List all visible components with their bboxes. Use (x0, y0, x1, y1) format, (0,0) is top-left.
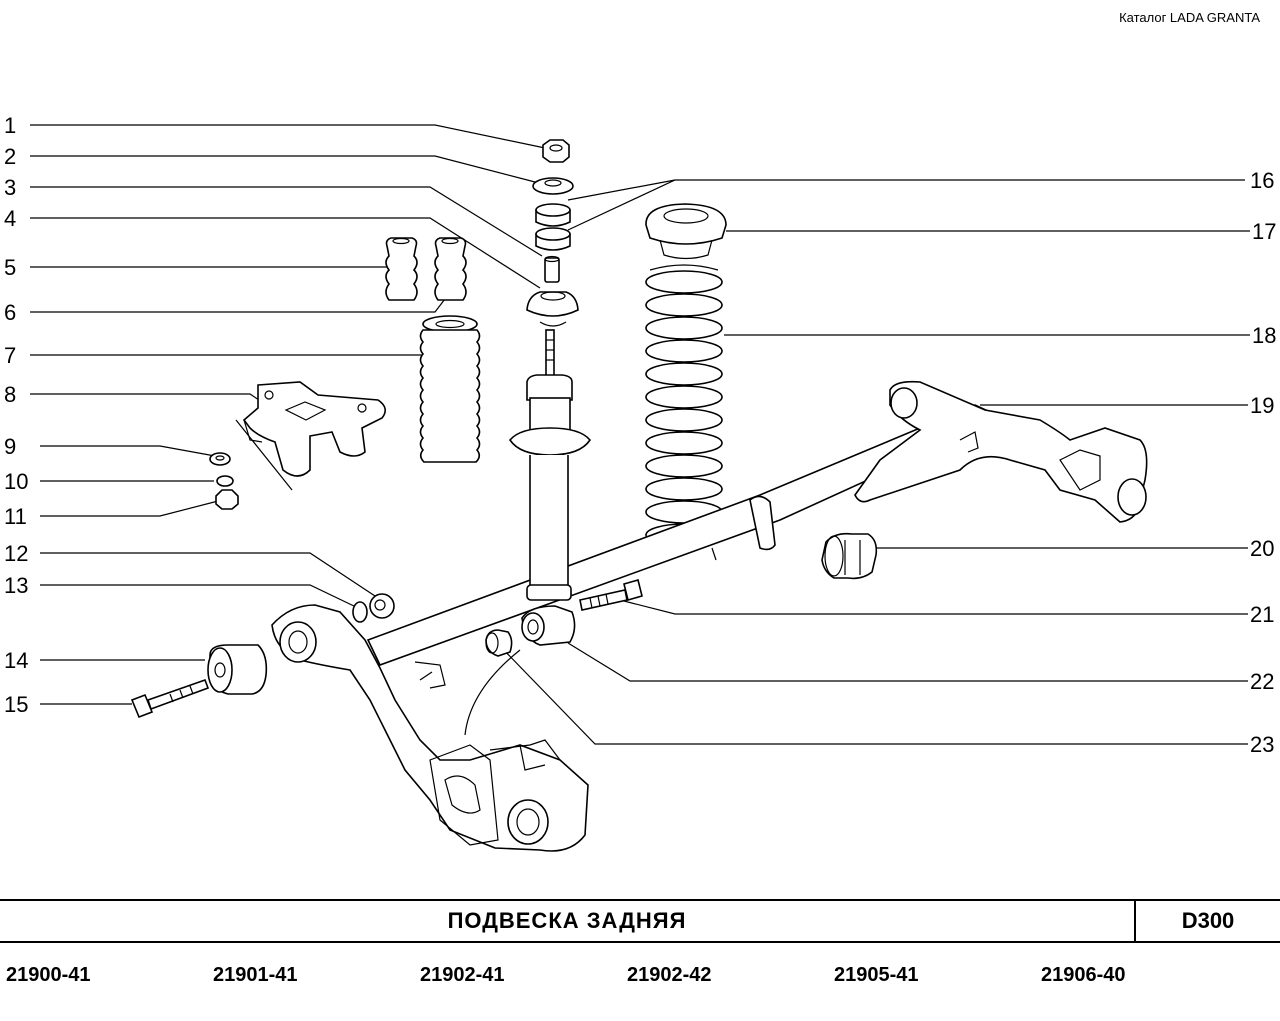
page-title: ПОДВЕСКА ЗАДНЯЯ (447, 908, 687, 933)
exploded-parts-diagram: 1 2 3 4 5 6 7 8 9 10 11 12 13 14 15 16 1… (4, 113, 1276, 852)
part-lock-washer-10 (216, 475, 234, 487)
callout-18: 18 (1252, 323, 1276, 348)
callout-20: 20 (1250, 536, 1274, 561)
part-washer-13 (352, 601, 368, 623)
callout-17: 17 (1252, 219, 1276, 244)
part-washer-9 (209, 452, 231, 466)
part-bump-stop-a (385, 237, 418, 301)
part-shock-bracket (235, 381, 386, 491)
callout-1: 1 (4, 113, 16, 138)
callout-8: 8 (4, 382, 16, 407)
part-protective-boot (419, 315, 481, 463)
callout-2: 2 (4, 144, 16, 169)
callout-16: 16 (1250, 168, 1274, 193)
callout-19: 19 (1250, 393, 1274, 418)
model-code: 21902-41 (420, 964, 505, 986)
model-code: 21900-41 (6, 964, 91, 986)
model-code: 21901-41 (213, 964, 298, 986)
part-bolt-15 (130, 678, 210, 719)
part-bump-stop-b (434, 237, 467, 301)
part-nut-12 (369, 593, 395, 619)
part-nut-11 (215, 489, 239, 510)
page-code: D300 (1181, 908, 1235, 933)
part-nut-top (542, 139, 570, 163)
model-code: 21906-40 (1041, 964, 1126, 986)
part-shock-lower-eye (521, 605, 576, 646)
part-shock-absorber (509, 329, 591, 601)
model-code: 21905-41 (834, 964, 919, 986)
callout-9: 9 (4, 434, 16, 459)
model-code: 21902-42 (627, 964, 712, 986)
callout-12: 12 (4, 541, 28, 566)
title-divider (1134, 901, 1136, 941)
model-codes-row: 21900-41 21901-41 21902-41 21902-42 2190… (0, 964, 1280, 994)
callout-23: 23 (1250, 732, 1274, 757)
title-block: ПОДВЕСКА ЗАДНЯЯ D300 (0, 899, 1280, 943)
callout-14: 14 (4, 648, 28, 673)
callout-21: 21 (1250, 602, 1274, 627)
catalog-header: Каталог LADA GRANTA (1119, 10, 1260, 25)
callout-numbers: 1 2 3 4 5 6 7 8 9 10 11 12 13 14 15 16 1… (4, 113, 1276, 757)
part-rear-axle-beam (271, 380, 1148, 852)
callout-5: 5 (4, 255, 16, 280)
callout-11: 11 (4, 504, 27, 529)
callout-3: 3 (4, 175, 16, 200)
part-silent-block (207, 644, 268, 695)
part-shock-cup (526, 291, 579, 327)
part-coil-spring (645, 264, 723, 561)
callout-22: 22 (1250, 669, 1274, 694)
part-spacer-sleeve (544, 255, 560, 283)
part-axle-bushing (821, 532, 878, 580)
callout-6: 6 (4, 300, 16, 325)
callout-10: 10 (4, 469, 28, 494)
part-shock-cushions (535, 203, 571, 251)
part-spring-upper-seat (645, 203, 727, 260)
callout-7: 7 (4, 343, 16, 368)
part-bolt-21 (579, 579, 643, 611)
callout-15: 15 (4, 692, 28, 717)
callout-13: 13 (4, 573, 28, 598)
part-washer-top (532, 177, 574, 195)
part-spacer-23 (485, 629, 513, 657)
leader-lines (30, 124, 1250, 745)
callout-4: 4 (4, 206, 16, 231)
